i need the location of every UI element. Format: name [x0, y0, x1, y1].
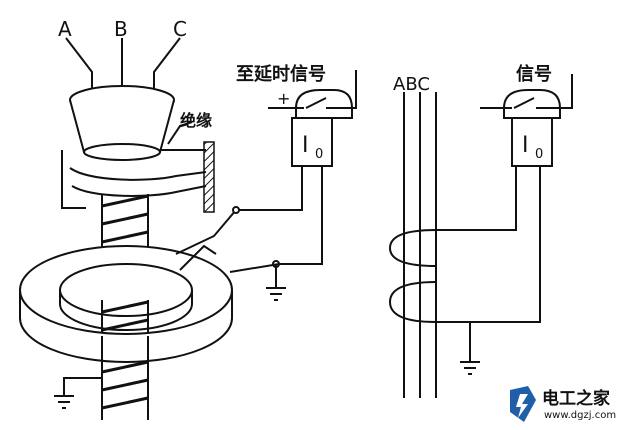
- phase-a-label: A: [58, 17, 72, 41]
- signal-label: 信号: [516, 63, 552, 85]
- phase-c-label: C: [173, 17, 187, 41]
- plus-sign: +: [277, 89, 290, 108]
- zero-sequence-ct-toroid: [19, 245, 233, 363]
- watermark-brand: 电工之家: [542, 388, 610, 409]
- insulation-leader: [167, 121, 193, 145]
- phase-b-label: B: [114, 17, 128, 41]
- relay-right-label: I: [522, 133, 529, 158]
- watermark-logo-icon: 电工之家 www.dgzj.com: [510, 386, 616, 422]
- ground-bracket: [61, 141, 215, 213]
- ct-winding-loops: [388, 166, 541, 362]
- relay-right-subscript: 0: [535, 147, 543, 162]
- watermark-url: www.dgzj.com: [544, 410, 616, 421]
- relay-left-subscript: 0: [315, 147, 323, 162]
- relay-left-label: I: [302, 133, 309, 158]
- watermark: 电工之家 www.dgzj.com: [506, 384, 636, 424]
- insulation-label: 绝缘: [180, 111, 212, 130]
- bus-conductors: [403, 92, 437, 398]
- sheath-ground-symbol: [54, 377, 102, 409]
- right-diagram: [388, 74, 573, 398]
- current-relay-left: [268, 70, 357, 167]
- current-relay-right: [480, 74, 573, 167]
- right-ground-symbol: [460, 361, 480, 375]
- secondary-ground-symbol: [266, 287, 286, 301]
- left-diagram: [19, 37, 357, 420]
- abc-label: ABC: [393, 74, 430, 95]
- cable-terminal-head: [69, 85, 175, 161]
- ct-secondary-leads: [175, 166, 323, 288]
- delay-signal-label: 至延时信号: [236, 63, 326, 85]
